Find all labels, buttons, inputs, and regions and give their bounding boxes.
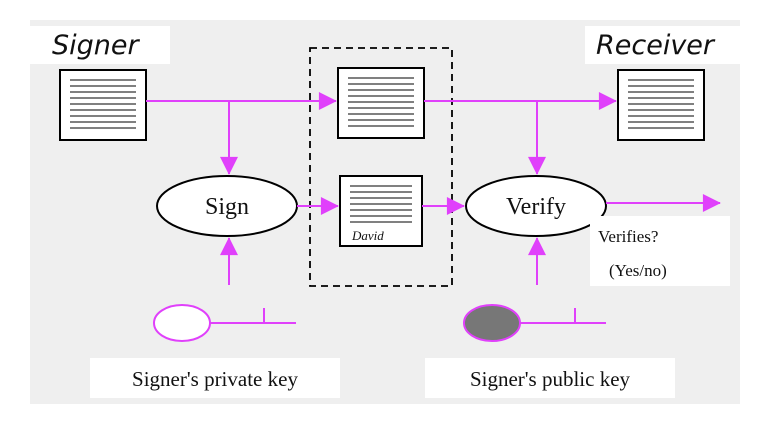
public-key-icon	[463, 304, 606, 342]
signer-document-icon	[59, 69, 147, 141]
private-key-label-box	[90, 358, 340, 398]
receiver-title: Receiver	[596, 30, 716, 61]
signature-document-icon: David	[339, 175, 423, 247]
result-box	[590, 216, 730, 286]
private-key-icon	[153, 304, 296, 342]
public-key-label: Signer's public key	[470, 367, 631, 391]
sign-label: Sign	[205, 194, 249, 220]
signature-name: David	[351, 228, 384, 243]
signer-title-box	[30, 26, 170, 64]
verify-step	[465, 175, 607, 237]
receiver-title-box	[585, 26, 740, 64]
result-label: (Yes/no)	[609, 261, 667, 280]
verify-label: Verify	[506, 194, 566, 220]
flow-arrows	[146, 92, 721, 285]
receiver-document-icon	[617, 69, 705, 141]
transmitted-package-box	[309, 47, 453, 287]
public-key-label-box	[425, 358, 675, 398]
verifies-label: Verifies?	[598, 227, 658, 246]
private-key-label: Signer's private key	[132, 367, 298, 391]
signer-title: Signer	[52, 30, 141, 61]
transmitted-document-icon	[337, 67, 425, 139]
